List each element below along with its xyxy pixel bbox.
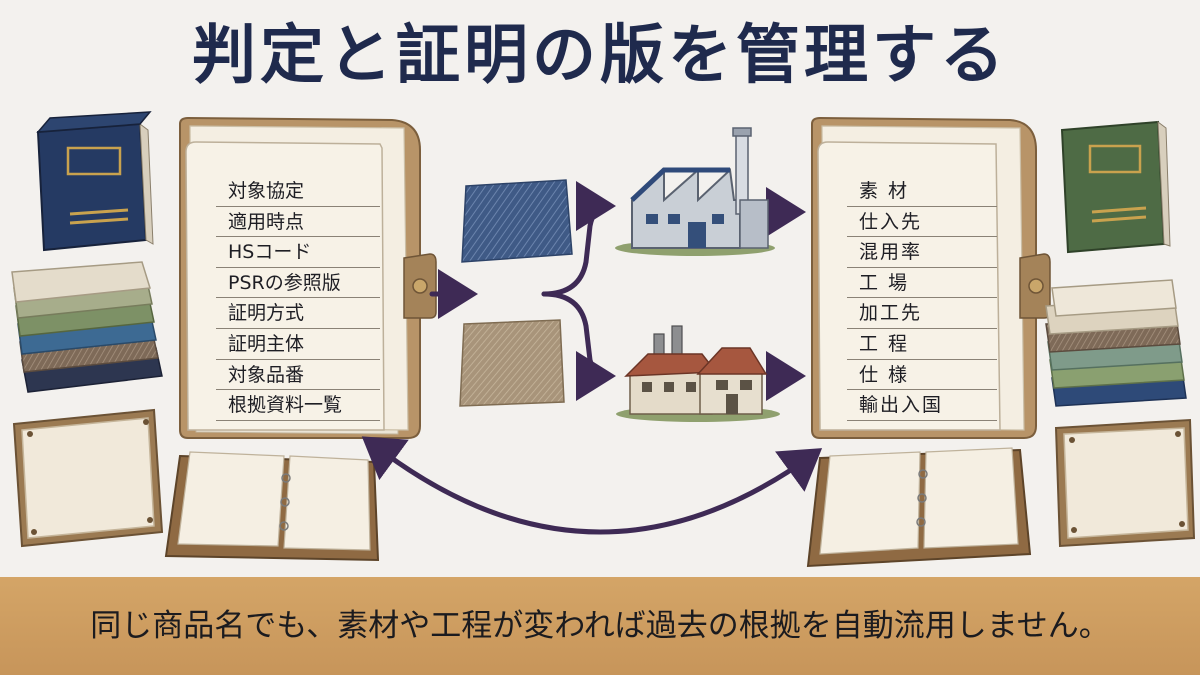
left-checklist: 対象協定 適用時点 HSコード PSRの参照版 証明方式 証明主体 対象品番 根… (216, 176, 380, 421)
list-item: 適用時点 (216, 207, 380, 238)
blank-plaque-icon (12, 408, 164, 548)
list-item: 根拠資料一覧 (216, 390, 380, 421)
list-item: 証明方式 (216, 298, 380, 329)
fabric-stack-icon (11, 261, 163, 393)
list-item: 輸出入国 (847, 390, 997, 421)
list-item: 仕入先 (847, 207, 997, 238)
arrow-icon (361, 181, 823, 535)
list-item: 証明主体 (216, 329, 380, 360)
list-item: 加工先 (847, 298, 997, 329)
list-item: 混用率 (847, 237, 997, 268)
green-book-icon (1060, 120, 1171, 254)
footer-band: 同じ商品名でも、素材や工程が変われば過去の根拠を自動流用しません。 (0, 577, 1200, 675)
right-checklist: 素 材 仕入先 混用率 工 場 加工先 工 程 仕 様 輸出入国 (847, 176, 997, 421)
open-notebook-icon (164, 451, 380, 562)
list-item: HSコード (216, 237, 380, 268)
page-title: 判定と証明の版を管理する (192, 19, 1008, 93)
blank-plaque-icon (1054, 418, 1196, 548)
illustration (11, 111, 1196, 568)
fabric-stack-icon (1045, 279, 1187, 407)
denim-swatch-icon (461, 179, 573, 263)
open-notebook-icon (806, 447, 1032, 568)
binder-folder-icon (179, 116, 437, 439)
list-item: 対象協定 (216, 176, 380, 207)
list-item: PSRの参照版 (216, 268, 380, 299)
list-item: 工 程 (847, 329, 997, 360)
old-factory-icon (616, 325, 780, 422)
list-item: 工 場 (847, 268, 997, 299)
modern-factory-icon (615, 127, 775, 256)
list-item: 素 材 (847, 176, 997, 207)
binder-folder-icon (811, 116, 1051, 439)
footer-caption: 同じ商品名でも、素材や工程が変われば過去の根拠を自動流用しません。 (90, 608, 1110, 644)
linen-swatch-icon (459, 319, 565, 407)
list-item: 仕 様 (847, 360, 997, 391)
navy-book-icon (36, 111, 154, 252)
list-item: 対象品番 (216, 360, 380, 391)
